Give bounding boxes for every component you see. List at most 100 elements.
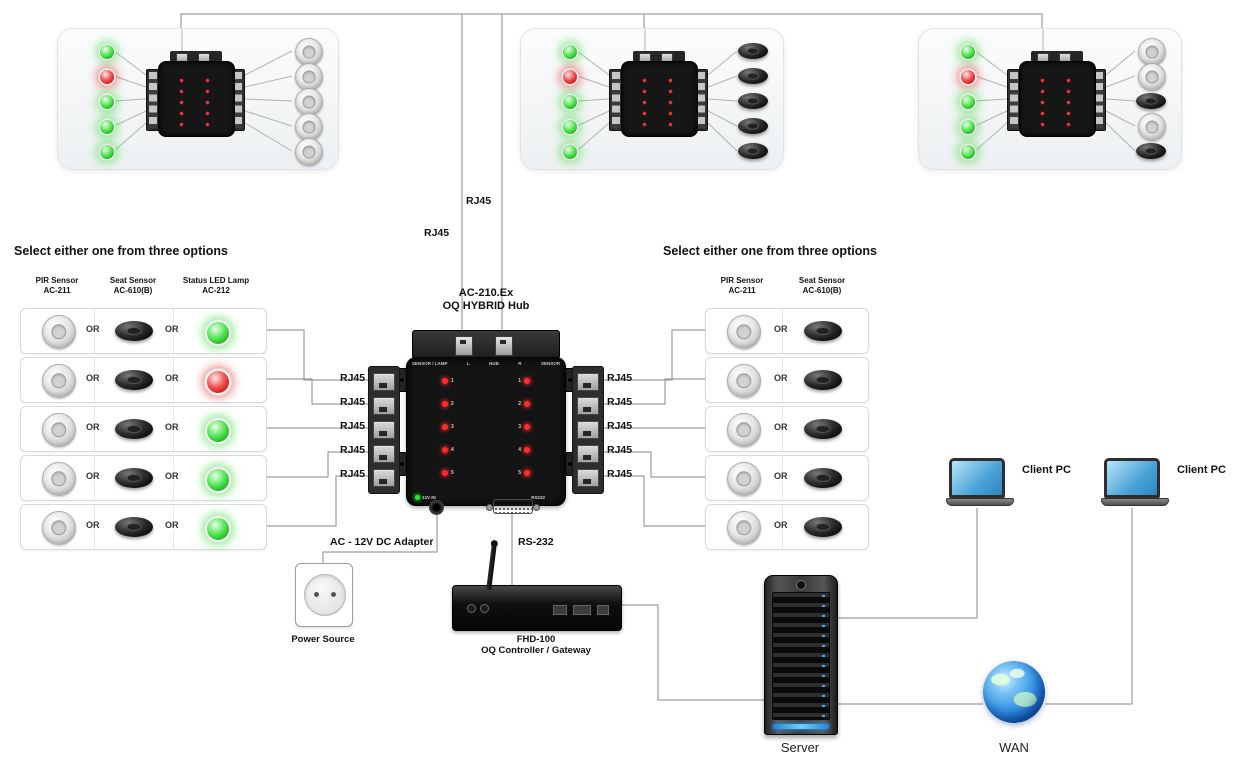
rs232-label: RS-232 — [518, 536, 554, 548]
rj45-label: RJ45 — [466, 195, 492, 207]
panel-status-led — [960, 44, 976, 60]
client-pc-2 — [1101, 458, 1169, 506]
pir-sensor — [727, 413, 761, 447]
seat-sensor — [115, 321, 153, 341]
mini-hub-led-column — [179, 75, 184, 127]
wire — [1045, 508, 1133, 705]
panel-wire — [244, 98, 293, 102]
rj45-label: RJ45 — [340, 372, 366, 384]
wire — [322, 512, 438, 563]
or-label: OR — [163, 520, 181, 530]
right-option-row-3: OR — [705, 406, 869, 452]
right-option-row-1: OR — [705, 308, 869, 354]
hub-port-label: SENSOR / LAMP — [412, 361, 448, 366]
device-port — [553, 605, 567, 615]
red-led-icon — [524, 447, 530, 453]
rj45-label: RJ45 — [607, 396, 633, 408]
panel-status-led — [960, 144, 976, 160]
left-option-row-1: OR OR — [20, 308, 267, 354]
pir-sensor — [42, 364, 76, 398]
hub-port-label: HUB — [489, 361, 499, 366]
mini-hub-device — [146, 51, 245, 137]
led-number: 2 — [451, 401, 454, 407]
panel-wire — [974, 75, 1008, 88]
panel-wire — [707, 75, 738, 88]
panel-wire — [113, 110, 147, 127]
wire — [265, 451, 368, 478]
or-label: OR — [84, 324, 102, 334]
seat-sensor — [804, 321, 842, 341]
seat-sensor — [804, 517, 842, 537]
hub-uplink-connector — [412, 330, 560, 359]
hub-port-label: SENSOR — [540, 361, 560, 366]
seat-sensor — [738, 143, 768, 159]
rj45-label: RJ45 — [607, 372, 633, 384]
laptop-screen — [949, 458, 1005, 498]
panel-wire — [113, 122, 147, 152]
hub-led-column-left: 1 2 3 4 5 — [442, 378, 454, 476]
status-led-lamp — [205, 320, 231, 346]
mini-hub-body — [158, 61, 235, 137]
wire — [620, 604, 764, 701]
pir-sensor — [42, 413, 76, 447]
header-line2: AC-211 — [43, 286, 71, 295]
rj45-label: RJ45 — [340, 444, 366, 456]
panel-wire — [974, 98, 1008, 102]
seat-sensor — [115, 419, 153, 439]
rj45-jack — [577, 469, 599, 487]
io-panel-3 — [918, 28, 1182, 170]
seat-sensor — [804, 468, 842, 488]
panel-wires — [974, 29, 1136, 152]
gateway-label: FHD-100 OQ Controller / Gateway — [446, 634, 626, 656]
wire — [602, 378, 705, 405]
panel-wire — [113, 98, 147, 102]
hub-led: 4 — [518, 447, 530, 453]
panel-wire — [244, 110, 293, 127]
or-label: OR — [163, 422, 181, 432]
or-label: OR — [772, 373, 790, 383]
pir-sensor — [295, 113, 323, 141]
right-option-row-4: OR — [705, 455, 869, 501]
pir-sensor — [295, 38, 323, 66]
status-led-lamp — [205, 369, 231, 395]
panel-status-led — [960, 94, 976, 110]
mini-hub-led-column — [205, 75, 210, 127]
device-port — [573, 605, 591, 615]
hub-bottom-labels: 12V IN RS232 — [415, 495, 557, 500]
status-led-lamp — [205, 467, 231, 493]
seat-sensor — [738, 118, 768, 134]
db9-serial-port — [486, 499, 540, 514]
dc-power-jack — [429, 500, 444, 515]
wire — [265, 475, 368, 527]
red-led-icon — [524, 424, 530, 430]
mini-hub-led-column — [1066, 75, 1071, 127]
seat-sensor — [1136, 93, 1166, 109]
client-pc-2-label: Client PC — [1177, 464, 1226, 476]
io-panel-2 — [520, 28, 784, 170]
panel-status-led — [99, 69, 115, 85]
pir-sensor — [1138, 63, 1166, 91]
rj45-jack — [577, 373, 599, 391]
seat-sensor — [1136, 143, 1166, 159]
panel-wire — [576, 98, 610, 102]
red-led-icon — [442, 401, 448, 407]
power-button-icon — [796, 580, 806, 590]
column-header-seat-left: Seat Sensor AC-610(B) — [95, 276, 171, 296]
laptop-base — [1101, 498, 1169, 506]
hub-right-port-strip — [572, 366, 604, 494]
device-button — [467, 604, 476, 613]
gateway-label-line1: FHD-100 — [516, 634, 556, 645]
oq-hybrid-hub-device: SENSOR / LAMP L HUB R SENSOR 1 2 3 4 5 1… — [406, 357, 566, 506]
pir-sensor — [42, 462, 76, 496]
rj45-label: RJ45 — [340, 420, 366, 432]
wire — [602, 451, 705, 478]
wire — [180, 13, 1043, 29]
green-led-icon — [415, 495, 420, 500]
panel-wire — [1105, 98, 1136, 102]
io-panel-1 — [57, 28, 339, 170]
fhd-gateway-device — [452, 543, 622, 631]
led-number: 4 — [518, 447, 521, 453]
column-header-pir-left: PIR Sensor AC-211 — [22, 276, 92, 296]
pir-sensor — [295, 138, 323, 166]
